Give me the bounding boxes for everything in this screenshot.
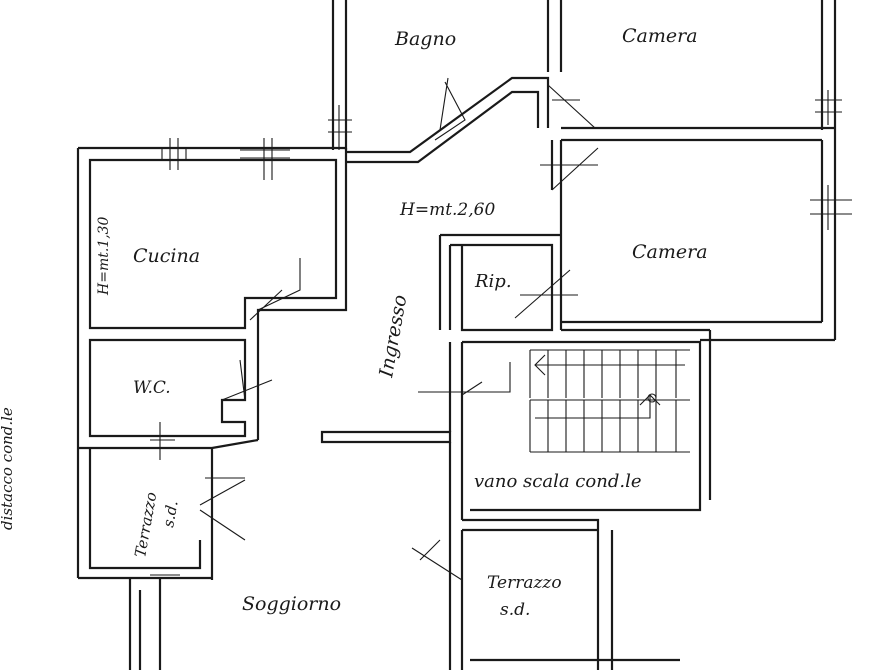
- window-camera-mid: [810, 185, 852, 230]
- wall-camera-sep: [561, 126, 835, 142]
- door-stair: [418, 362, 511, 396]
- wall-stair-bottom: [462, 518, 614, 670]
- label-side-note: distacco cond.le: [0, 407, 16, 530]
- label-soggiorno: Soggiorno: [242, 593, 341, 615]
- wall-kitchen: [76, 146, 348, 578]
- door-wc: [221, 359, 273, 401]
- wall-diagonal: [346, 76, 550, 164]
- window-bagno: [328, 105, 352, 150]
- label-ripostiglio: Rip.: [474, 271, 512, 292]
- label-terrazzo-right-sd: s.d.: [500, 600, 530, 620]
- label-terrazzo-left: Terrazzo: [131, 491, 160, 559]
- wall-terrazzo-left: [78, 448, 214, 580]
- label-bagno: Bagno: [394, 28, 456, 50]
- wall-stair-core: [448, 330, 712, 520]
- label-height-main: H=mt.2,60: [399, 200, 495, 220]
- door-ripostiglio: [514, 269, 578, 319]
- label-camera-mid: Camera: [632, 241, 708, 263]
- wall-ripostiglio: [438, 233, 561, 332]
- stair-flight-lower: [529, 399, 690, 453]
- stair-arrow-down: [535, 394, 661, 419]
- door-terrazzo-right: [411, 539, 463, 581]
- wall-ingresso-partition: [320, 430, 452, 444]
- stair-flight-upper: [529, 349, 690, 398]
- walls: [76, 0, 837, 670]
- labels: Bagno Camera Camera Cucina Rip. W.C. Ing…: [0, 25, 708, 620]
- window-camera-top: [815, 90, 842, 125]
- label-height-kitchen: H=mt.1,30: [96, 216, 112, 296]
- window-kitchen-2: [240, 138, 290, 180]
- window-terrazzo: [150, 567, 180, 576]
- label-cucina: Cucina: [133, 245, 200, 267]
- window-kitchen-1: [161, 138, 187, 170]
- wall-terrazzo-right: [448, 442, 680, 670]
- stair-arrow-up: [534, 354, 685, 376]
- door-camera-top: [547, 84, 596, 129]
- stair-landing-mark: [647, 393, 657, 403]
- label-camera-top: Camera: [622, 25, 698, 47]
- door-terrazzo-left: [199, 477, 246, 541]
- door-camera-mid: [540, 147, 599, 191]
- wall-camera-mid-bottom: [561, 320, 835, 342]
- doors: [199, 77, 599, 581]
- door-bagno: [434, 77, 466, 141]
- wall-bagno-right: [546, 0, 563, 72]
- wall-camera-right: [820, 0, 837, 130]
- door-kitchen: [249, 258, 301, 321]
- label-ingresso: Ingresso: [375, 293, 411, 380]
- windows: [150, 90, 852, 576]
- wall-wc: [78, 338, 259, 475]
- stairs: [529, 349, 690, 453]
- label-terrazzo-left-sd: s.d.: [159, 499, 181, 529]
- wall-bagno-left: [331, 0, 348, 150]
- label-vano-scala: vano scala cond.le: [474, 471, 641, 492]
- wall-camera-mid-right: [820, 130, 837, 340]
- label-terrazzo-right: Terrazzo: [487, 573, 562, 593]
- window-wc: [150, 422, 175, 460]
- wall-terrazzo-left-stub: [128, 578, 162, 670]
- label-wc: W.C.: [133, 378, 171, 398]
